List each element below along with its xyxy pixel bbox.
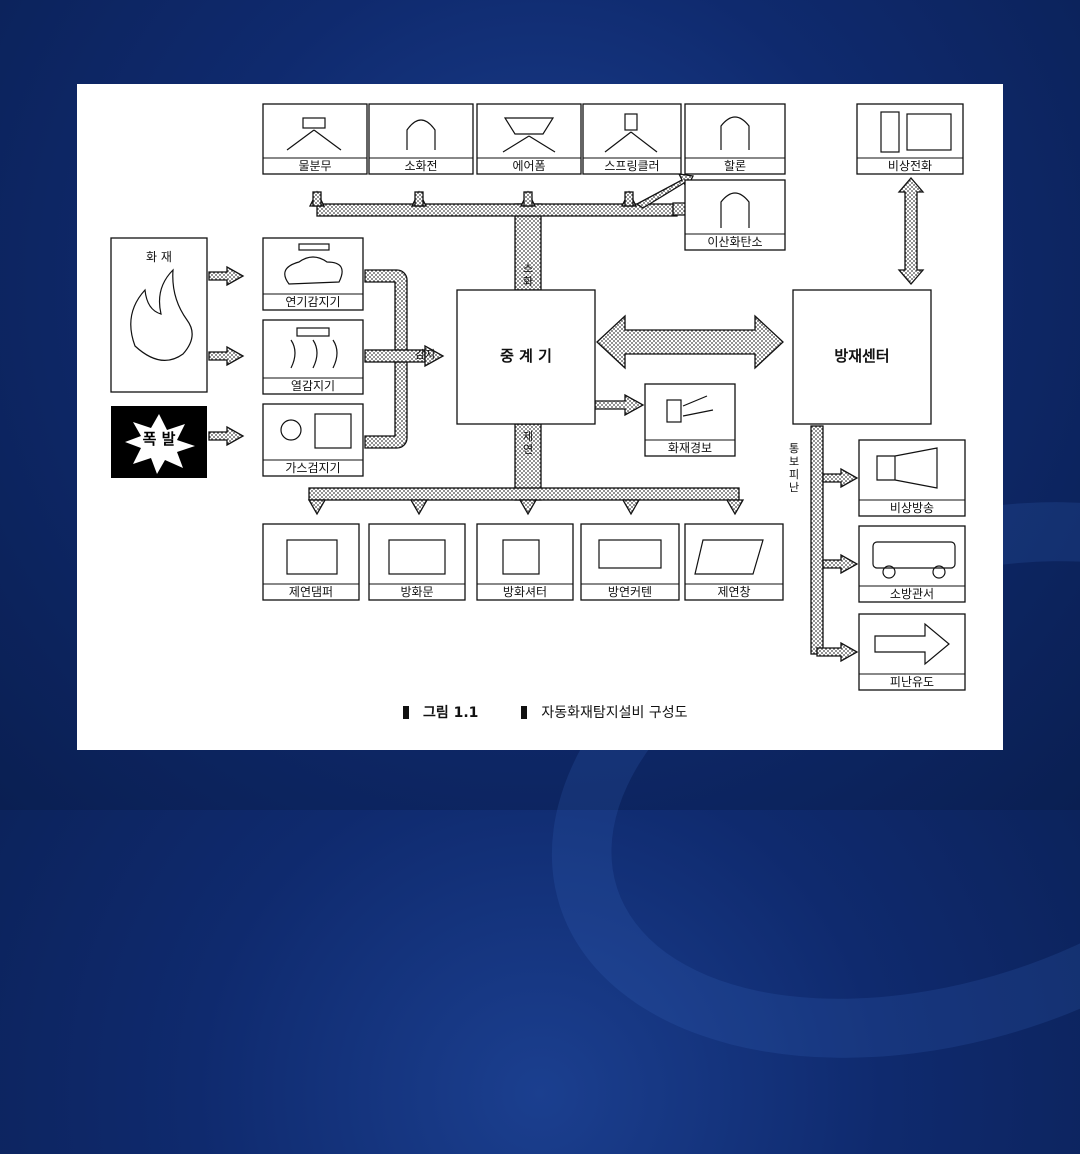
figure-caption: 그림 1.1 자동화재탐지설비 구성도 <box>77 702 1003 722</box>
arrow-label-control: 제연 <box>522 430 534 456</box>
caption-number: 그림 1.1 <box>422 705 479 721</box>
label-explosion: 폭 발 <box>142 430 176 448</box>
arrow-label-detect: 감지 <box>414 348 436 361</box>
label-detector-1: 연기감지기 <box>285 295 341 309</box>
label-top-4: 스프링클러 <box>604 159 660 173</box>
label-fire: 화 재 <box>146 250 172 264</box>
label-bottom-4: 방연커텐 <box>607 585 653 599</box>
right-node-label: 방재센터 <box>834 347 890 365</box>
label-top-6: 이산화탄소 <box>707 235 763 249</box>
bottom-bus <box>308 487 740 501</box>
trunk-top-arrow <box>514 203 542 291</box>
label-bottom-5: 제연창 <box>717 585 751 599</box>
center-node-label: 중 계 기 <box>500 347 552 365</box>
label-bottom-2: 방화문 <box>400 585 434 599</box>
label-detector-3: 가스검지기 <box>285 461 341 475</box>
label-bottom-3: 방화셔터 <box>502 585 548 599</box>
system-diagram <box>110 103 966 691</box>
center-node-box <box>456 289 596 425</box>
label-top-1: 물분무 <box>298 159 332 173</box>
label-detector-2: 열감지기 <box>290 379 336 393</box>
label-right-2: 비상방송 <box>889 501 935 515</box>
caption-title: 자동화재탐지설비 구성도 <box>541 705 688 721</box>
label-top-5: 할론 <box>723 159 747 173</box>
right-node-box <box>792 289 932 425</box>
label-right-4: 피난유도 <box>889 675 935 689</box>
explosion-burst <box>125 414 195 474</box>
fire-box <box>110 237 208 393</box>
notify-trunk <box>810 425 824 655</box>
label-right-3: 소방관서 <box>889 587 935 601</box>
label-top-2: 소화전 <box>404 159 438 173</box>
arrow-label-extinguish: 소화 <box>522 262 534 288</box>
label-top-3: 에어폼 <box>512 159 546 173</box>
diagram-panel: 물분무 소화전 에어폼 스프링클러 할론 이산화탄소 비상전화 화 재 폭 발 … <box>77 84 1003 750</box>
caption-bullet-left <box>402 706 409 719</box>
label-emergency-phone: 비상전화 <box>887 159 933 173</box>
arrow-label-notify: 통보피난 <box>788 442 800 494</box>
label-alarm: 화재경보 <box>667 441 713 455</box>
caption-bullet-right <box>520 706 527 719</box>
label-bottom-1: 제연댐퍼 <box>288 585 334 599</box>
